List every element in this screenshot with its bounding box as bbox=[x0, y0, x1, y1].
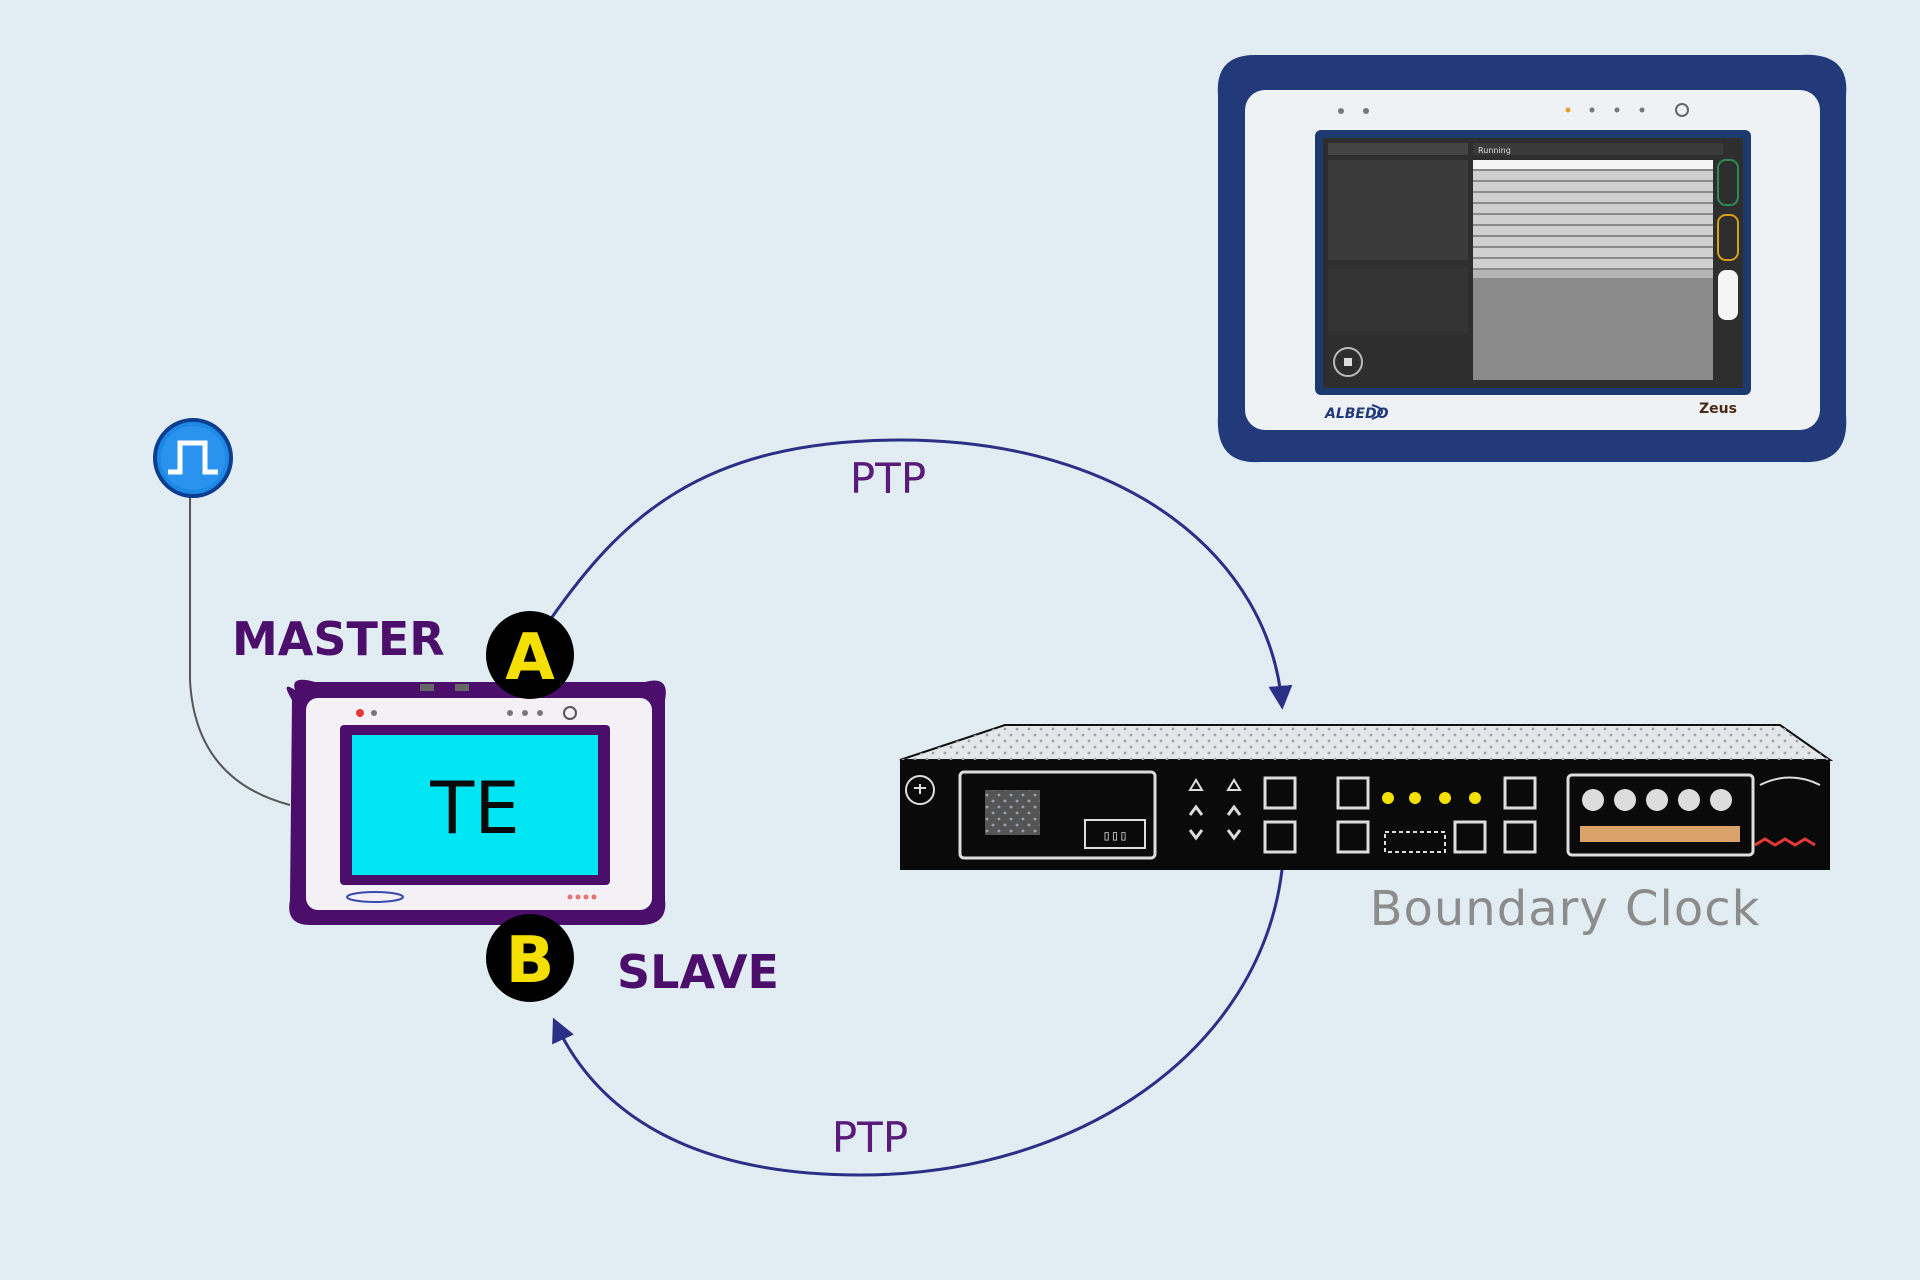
te-label: TE bbox=[429, 766, 519, 850]
tester-model: Zeus bbox=[1699, 401, 1737, 417]
port-b-marker: B bbox=[486, 914, 574, 1002]
signal-cable bbox=[189, 490, 291, 806]
slave-label: SLAVE bbox=[617, 945, 779, 999]
ptp-label-top: PTP bbox=[850, 454, 926, 503]
svg-text:▯▯▯: ▯▯▯ bbox=[1102, 828, 1127, 844]
square-pulse-icon bbox=[153, 418, 233, 498]
port-a-marker: A bbox=[486, 611, 574, 699]
port-a-letter: A bbox=[505, 621, 555, 695]
tester-device: Running ALBEDO Zeus bbox=[1217, 54, 1847, 463]
boundary-clock-label: Boundary Clock bbox=[1370, 881, 1761, 937]
ptp-label-bottom: PTP bbox=[832, 1113, 908, 1162]
test-equipment-device: TE bbox=[286, 679, 666, 925]
ptp-arrow-bottom bbox=[552, 869, 1284, 1177]
master-label: MASTER bbox=[232, 612, 445, 666]
boundary-clock-device: ▯▯▯ bbox=[899, 724, 1834, 870]
port-b-letter: B bbox=[506, 924, 555, 998]
tester-status: Running bbox=[1478, 146, 1511, 155]
ptp-arrow-top bbox=[548, 438, 1293, 710]
